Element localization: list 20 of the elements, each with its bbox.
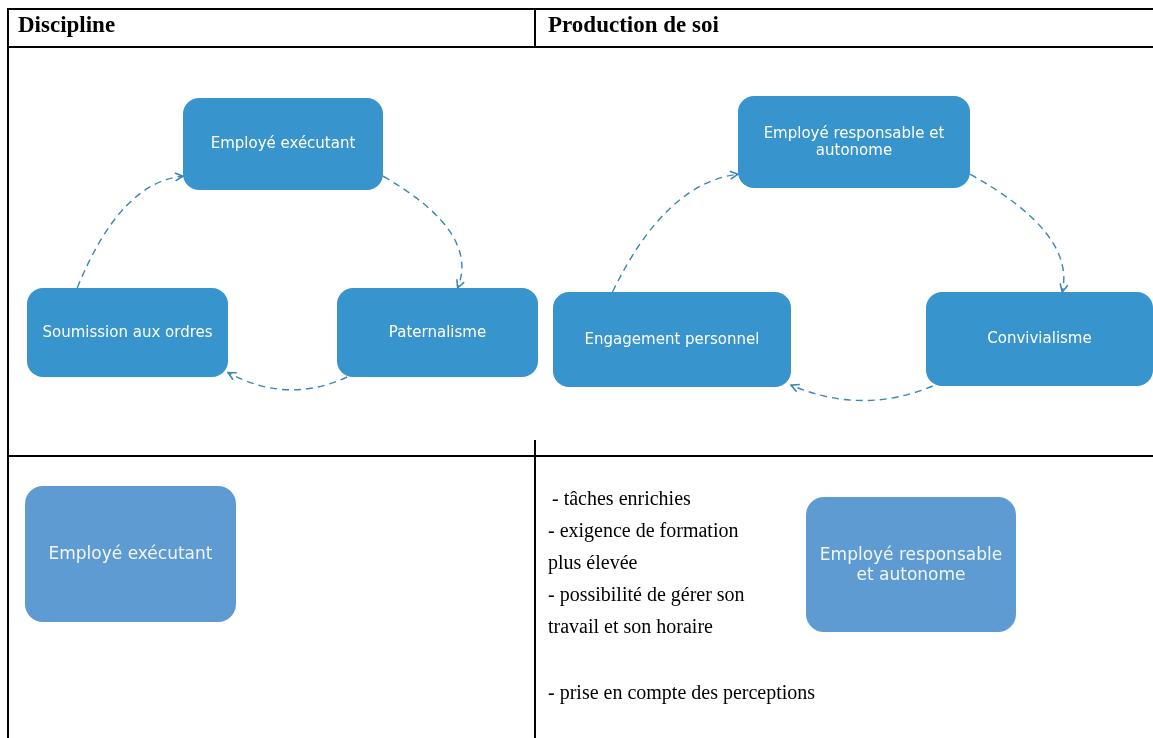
arrow: [969, 173, 1069, 293]
arrow: [382, 175, 465, 289]
arrow: [611, 170, 739, 293]
arrow: [76, 172, 184, 289]
arrow: [790, 383, 934, 402]
list-item: - exigence de formation plus élevée: [548, 518, 740, 576]
process-box: Paternalisme: [337, 288, 538, 377]
column-heading: Discipline: [18, 12, 117, 38]
column-heading: Production de soi: [548, 12, 720, 38]
process-box: Convivialisme: [926, 292, 1153, 386]
process-box: Employé exécutant: [183, 98, 383, 190]
list-item: - tâches enrichies: [552, 486, 692, 511]
list-item: - possibilité de gérer son travail et son horaire: [548, 582, 746, 639]
list-item: - prise en compte des perceptions: [548, 680, 817, 706]
process-box: Employé exécutant: [25, 486, 236, 622]
process-box: Engagement personnel: [553, 292, 791, 387]
process-box: Employé responsable et autonome: [738, 96, 970, 188]
process-box: Employé responsable et autonome: [806, 497, 1016, 632]
arrow: [227, 371, 348, 391]
process-box: Soumission aux ordres: [27, 288, 228, 377]
